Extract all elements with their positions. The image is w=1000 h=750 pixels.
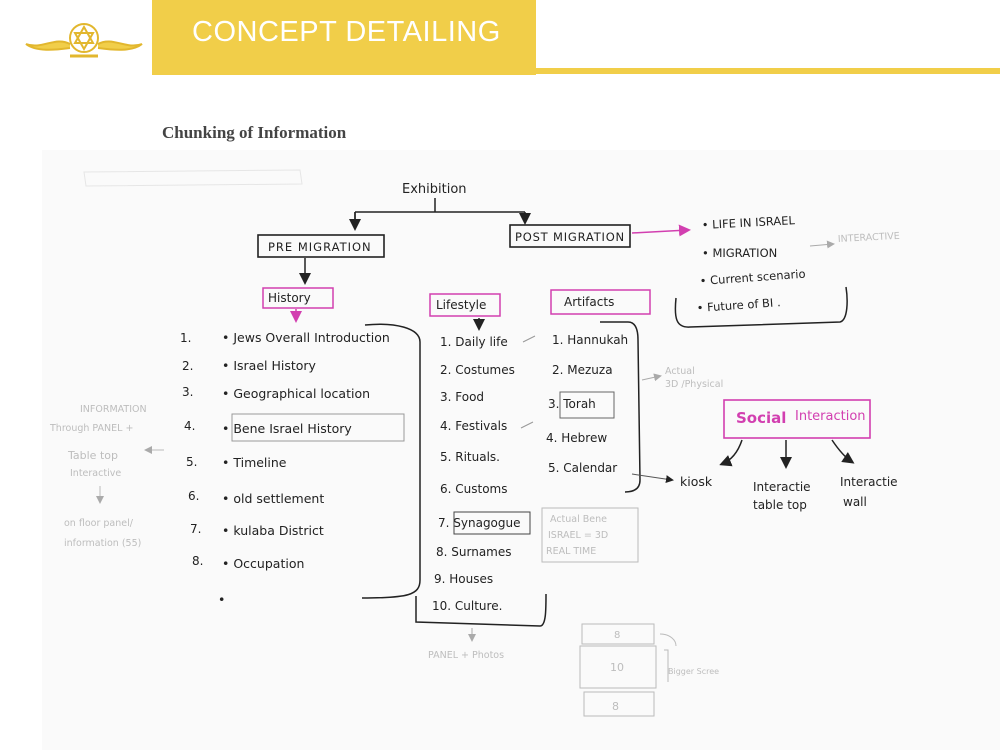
history-item: • kulaba District <box>222 523 324 538</box>
artifact-item: 4. Hebrew <box>546 431 607 445</box>
sketch-number: 8 <box>614 630 620 641</box>
artifact-item: 3. Torah <box>548 397 596 411</box>
kiosk-label: kiosk <box>680 474 713 489</box>
social-interaction-box <box>723 399 871 439</box>
history-items: • Jews Overall Introduction • Israel His… <box>218 330 390 607</box>
lifestyle-box <box>429 293 501 317</box>
post-migration-label: POST MIGRATION <box>515 230 625 244</box>
sketch-paper <box>42 150 1000 750</box>
bene-note-line: REAL TIME <box>546 546 596 557</box>
artifact-item: 1. Hannukah <box>552 333 628 347</box>
bene-note-line: ISRAEL = 3D <box>548 530 608 541</box>
post-migration-arrow <box>631 224 691 237</box>
post-bracket <box>674 286 848 328</box>
info-note-line: Interactive <box>70 468 121 479</box>
history-num: 7. <box>190 522 201 536</box>
wall-label: wall <box>843 495 867 509</box>
post-item-1: • LIFE IN ISRAEL <box>701 213 795 232</box>
artifact-item: 5. Calendar <box>548 461 617 475</box>
history-box <box>262 287 334 309</box>
artifact-item: 2. Mezuza <box>552 363 613 377</box>
history-item: • Geographical location <box>222 386 370 401</box>
synagogue-box <box>453 511 531 535</box>
history-bracket <box>361 323 421 599</box>
bene-note-line: Actual Bene <box>550 514 607 525</box>
history-numbers: 1. 2. 3. 4. 5. 6. 7. 8. <box>180 331 203 568</box>
info-note-line: on floor panel/ <box>64 518 134 529</box>
table-top-label: Interactie <box>753 480 811 494</box>
actual-note-line: 3D /Physical <box>665 379 723 390</box>
history-item: • Occupation <box>222 556 304 571</box>
history-item: • old settlement <box>222 491 324 506</box>
bene-note-box <box>541 507 639 563</box>
social-label: Social <box>736 409 786 427</box>
bene-israel-box <box>231 413 405 442</box>
lifestyle-items: 1. Daily life 2. Costumes 3. Food 4. Fes… <box>432 335 521 613</box>
history-num: 4. <box>184 419 195 433</box>
history-item: • Timeline <box>222 455 287 470</box>
sketch-number: 8 <box>612 700 619 713</box>
history-num: 1. <box>180 331 191 345</box>
history-item: • <box>218 592 225 607</box>
history-num: 8. <box>192 554 203 568</box>
info-note-line: information (55) <box>64 538 141 549</box>
post-item-3: • Current scenario <box>699 267 806 288</box>
lifestyle-item: 2. Costumes <box>440 363 515 377</box>
history-item: • Jews Overall Introduction <box>222 330 390 345</box>
history-num: 5. <box>186 455 197 469</box>
root-label: Exhibition <box>402 182 467 197</box>
star-of-david-crest-icon <box>25 23 143 58</box>
lifestyle-item: 8. Surnames <box>436 545 512 559</box>
artifacts-box <box>550 289 651 315</box>
artifacts-bracket <box>600 321 641 493</box>
history-num: 2. <box>182 359 193 373</box>
interactive-note: INTERACTIVE <box>838 231 901 245</box>
post-item-4: • Future of BI . <box>696 295 781 315</box>
history-item: • Israel History <box>222 358 317 373</box>
history-num: 3. <box>182 385 193 399</box>
lifestyle-item: 9. Houses <box>434 572 493 586</box>
artifacts-items: 1. Hannukah 2. Mezuza 3. Torah 4. Hebrew… <box>546 333 628 475</box>
table-top-label: table top <box>753 498 807 512</box>
header-underline <box>536 68 1000 74</box>
info-note-line: INFORMATION <box>80 404 147 415</box>
lifestyle-item: 7. Synagogue <box>438 516 521 530</box>
history-item: • Bene Israel History <box>222 421 352 436</box>
pre-migration-label: PRE MIGRATION <box>268 240 372 254</box>
interaction-label: Interaction <box>795 409 866 424</box>
lifestyle-item: 1. Daily life <box>440 335 508 349</box>
lifestyle-item: 4. Festivals <box>440 419 507 433</box>
post-item-2: • MIGRATION <box>702 246 777 260</box>
actual-note-line: Actual <box>665 366 695 377</box>
page-title: CONCEPT DETAILING <box>192 16 501 48</box>
information-note: INFORMATION Through PANEL + Table top In… <box>49 404 147 549</box>
erased-box <box>83 169 303 187</box>
section-title: Chunking of Information <box>162 123 347 142</box>
torah-box <box>559 391 615 419</box>
bigger-screen-note: Bigger Scree <box>668 667 719 676</box>
post-migration-box <box>509 224 631 248</box>
lifestyle-bracket <box>415 593 547 627</box>
pre-migration-box <box>257 234 385 258</box>
history-num: 6. <box>188 489 199 503</box>
info-note-line: Through PANEL + <box>49 423 133 434</box>
calendar-kiosk-arrow <box>631 473 674 484</box>
header-band <box>152 0 536 75</box>
lifestyle-label: Lifestyle <box>436 298 486 312</box>
panel-sketch <box>579 623 677 717</box>
wall-label: Interactie <box>840 475 898 489</box>
root-connector <box>354 198 525 228</box>
sketch-number: 10 <box>610 661 624 674</box>
lifestyle-item: 5. Rituals. <box>440 450 500 464</box>
panel-note: PANEL + Photos <box>428 650 504 661</box>
info-note-line: Table top <box>67 449 118 462</box>
logo-area <box>0 0 152 75</box>
artifacts-label: Artifacts <box>564 295 614 309</box>
lifestyle-item: 3. Food <box>440 390 484 404</box>
lifestyle-item: 6. Customs <box>440 482 508 496</box>
lifestyle-item: 10. Culture. <box>432 599 502 613</box>
history-label: History <box>268 291 311 305</box>
